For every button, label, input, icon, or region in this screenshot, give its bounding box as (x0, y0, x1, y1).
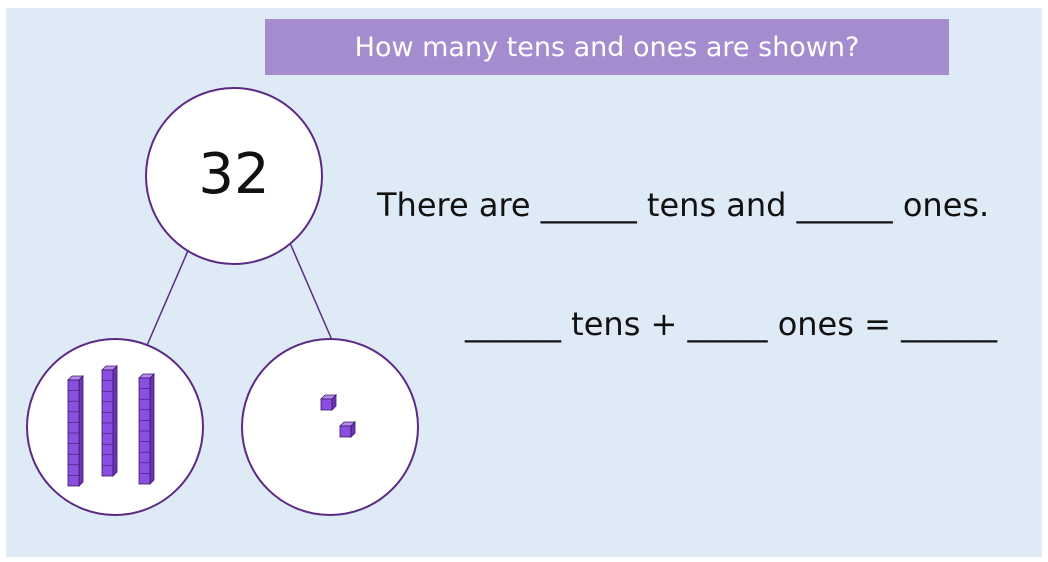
ones-cube (320, 394, 337, 411)
tens-rod (138, 373, 155, 485)
sentence-equation: ______ tens + _____ ones = ______ (465, 305, 998, 343)
ones-cubes (320, 394, 356, 438)
tens-rods (67, 365, 155, 487)
whole-number: 32 (198, 142, 269, 207)
question-title: How many tens and ones are shown? (354, 31, 860, 63)
sentence-tens-and-ones: There are ______ tens and ______ ones. (377, 186, 990, 224)
tens-rod (67, 375, 84, 487)
question-banner: How many tens and ones are shown? (265, 19, 949, 75)
whole-circle (145, 87, 323, 265)
ones-cube (339, 421, 356, 438)
connector-right (289, 242, 336, 348)
tens-rod (101, 365, 118, 477)
connector-left (144, 245, 191, 351)
ones-part-circle (241, 338, 419, 516)
